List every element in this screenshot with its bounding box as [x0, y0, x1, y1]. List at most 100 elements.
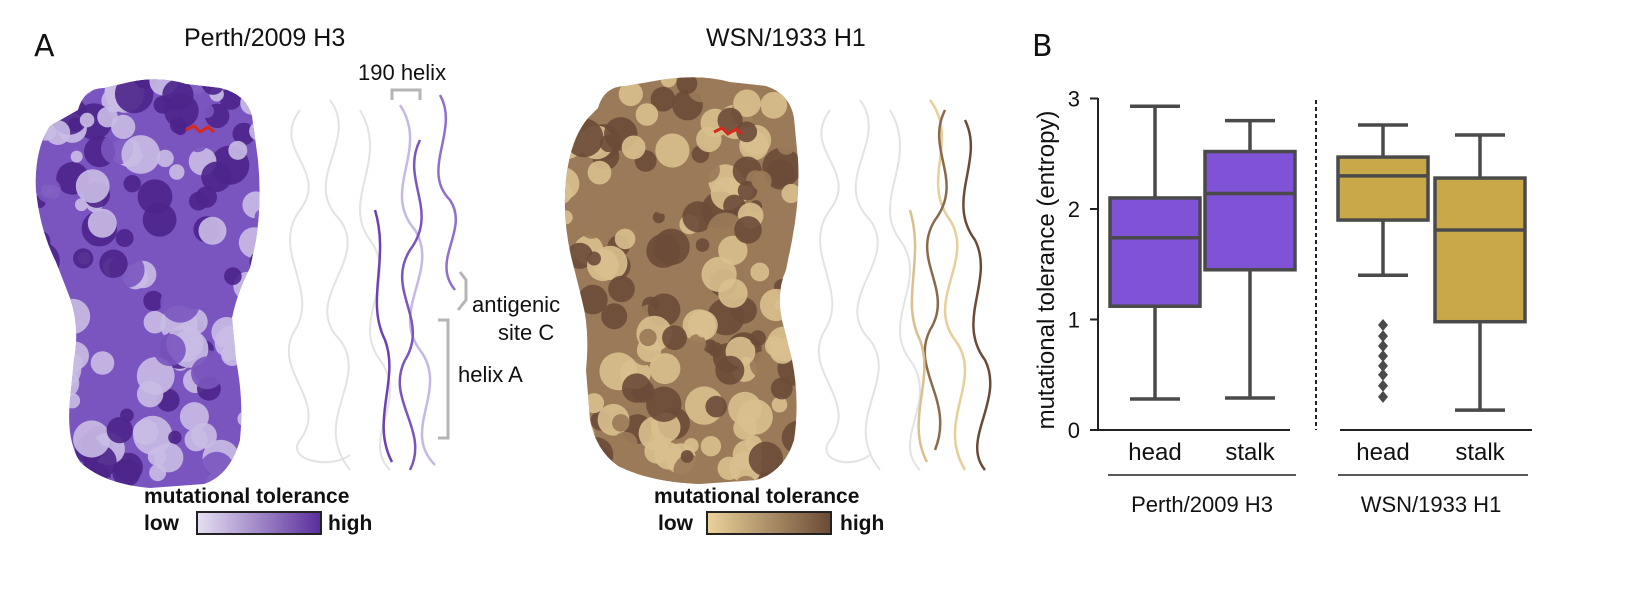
surface-patch — [639, 328, 657, 347]
surface-patch — [749, 351, 777, 378]
surface-patch — [696, 324, 710, 338]
surface-patch — [652, 472, 681, 484]
surface-patch — [75, 169, 110, 204]
surface-patch — [143, 290, 164, 311]
surface-patch — [240, 91, 260, 115]
surface-patch — [683, 438, 699, 454]
surface-patch — [622, 373, 652, 403]
surface-patch — [748, 441, 784, 477]
surface-patch — [564, 371, 571, 386]
surface-patch — [35, 301, 60, 340]
surface-patch — [579, 214, 604, 239]
structure-title-perth: Perth/2009 H3 — [184, 24, 345, 52]
structure-wsn-h1: WSN/1933 H1 mutational tolerance low hig… — [564, 24, 992, 535]
surface-patch — [44, 366, 65, 387]
surface-patch — [650, 86, 676, 112]
surface-patch — [676, 77, 698, 94]
surface-patch — [564, 103, 568, 118]
surface-patch — [794, 459, 799, 476]
surface-patch — [35, 352, 45, 376]
surface-patch — [35, 361, 60, 398]
surface-patch — [35, 217, 52, 237]
surface-patch — [249, 293, 260, 317]
ribbon-model-h1 — [817, 99, 992, 471]
surface-patch — [153, 333, 186, 367]
surface-patch — [621, 202, 635, 215]
bracket-helix-a — [438, 318, 450, 440]
surface-patch — [249, 121, 260, 141]
surface-patch — [90, 351, 115, 375]
y-axis-label: mutational tolerance (entropy) — [1033, 111, 1060, 430]
outlier-point — [1378, 390, 1388, 403]
surface-patch — [36, 178, 62, 204]
category-label: head — [1128, 439, 1181, 466]
box-iqr — [1336, 155, 1430, 222]
surface-patch — [112, 458, 141, 487]
surface-patch — [564, 429, 587, 470]
outlier-point — [1378, 368, 1388, 381]
surface-patch — [618, 81, 643, 107]
surface-patch — [564, 411, 583, 449]
surface-patch — [564, 210, 573, 225]
annotation-antigenic: antigenic — [472, 292, 560, 317]
surface-patch — [566, 461, 588, 483]
surface-patch — [169, 164, 185, 180]
ligand-h3 — [185, 124, 215, 134]
surface-patch — [564, 361, 587, 384]
surface-patch — [621, 135, 646, 160]
surface-patch — [649, 353, 681, 385]
y-tick-label: 3 — [1068, 87, 1080, 112]
surface-patch — [101, 376, 117, 392]
surface-patch — [191, 356, 224, 390]
surface-patch — [246, 370, 260, 394]
box-WSN/1933 H1-stalk — [1433, 133, 1527, 412]
legend-title-h1: mutational tolerance — [654, 485, 859, 508]
surface-patch — [228, 140, 248, 160]
y-tick-label: 1 — [1068, 308, 1080, 333]
category-label: head — [1356, 439, 1409, 466]
surface-patch — [184, 428, 208, 452]
surface-patch — [179, 402, 209, 432]
annotation-190-helix: 190 helix — [358, 60, 446, 85]
surface-patch — [249, 250, 260, 274]
surface-patch — [237, 411, 253, 427]
group-label: Perth/2009 H3 — [1131, 492, 1273, 517]
surface-patch — [593, 77, 611, 92]
surface-patch — [35, 331, 69, 369]
surface-patch — [777, 136, 796, 155]
surface-model-h1 — [564, 77, 799, 484]
surface-patch — [701, 256, 737, 292]
surface-patch — [564, 264, 573, 281]
category-label: stalk — [1455, 439, 1505, 466]
outlier-point — [1378, 340, 1388, 353]
legend-gradient-h3 — [196, 511, 322, 535]
surface-patch — [201, 79, 225, 95]
bracket-190-helix — [390, 88, 422, 100]
surface-patch — [35, 414, 62, 444]
surface-patch — [693, 156, 720, 183]
surface-patch — [35, 380, 65, 410]
surface-patch — [587, 160, 612, 185]
surface-patch — [45, 120, 71, 145]
surface-patch — [35, 241, 60, 281]
surface-patch — [695, 238, 710, 252]
surface-patch — [200, 104, 214, 118]
surface-patch — [652, 191, 675, 214]
surface-patch — [612, 414, 630, 432]
legend-high-h1: high — [840, 512, 884, 535]
surface-patch — [564, 336, 584, 366]
surface-patch — [35, 79, 46, 92]
y-tick-label: 0 — [1068, 418, 1080, 443]
surface-patch — [680, 450, 694, 463]
legend-title-h3: mutational tolerance — [144, 485, 349, 508]
surface-patch — [564, 416, 595, 456]
surface-patch — [598, 465, 629, 484]
surface-patch — [121, 135, 161, 174]
surface-patch — [781, 420, 799, 455]
surface-patch — [564, 77, 596, 106]
surface-patch — [734, 216, 762, 244]
surface-patch — [59, 306, 74, 321]
surface-patch — [578, 284, 608, 315]
